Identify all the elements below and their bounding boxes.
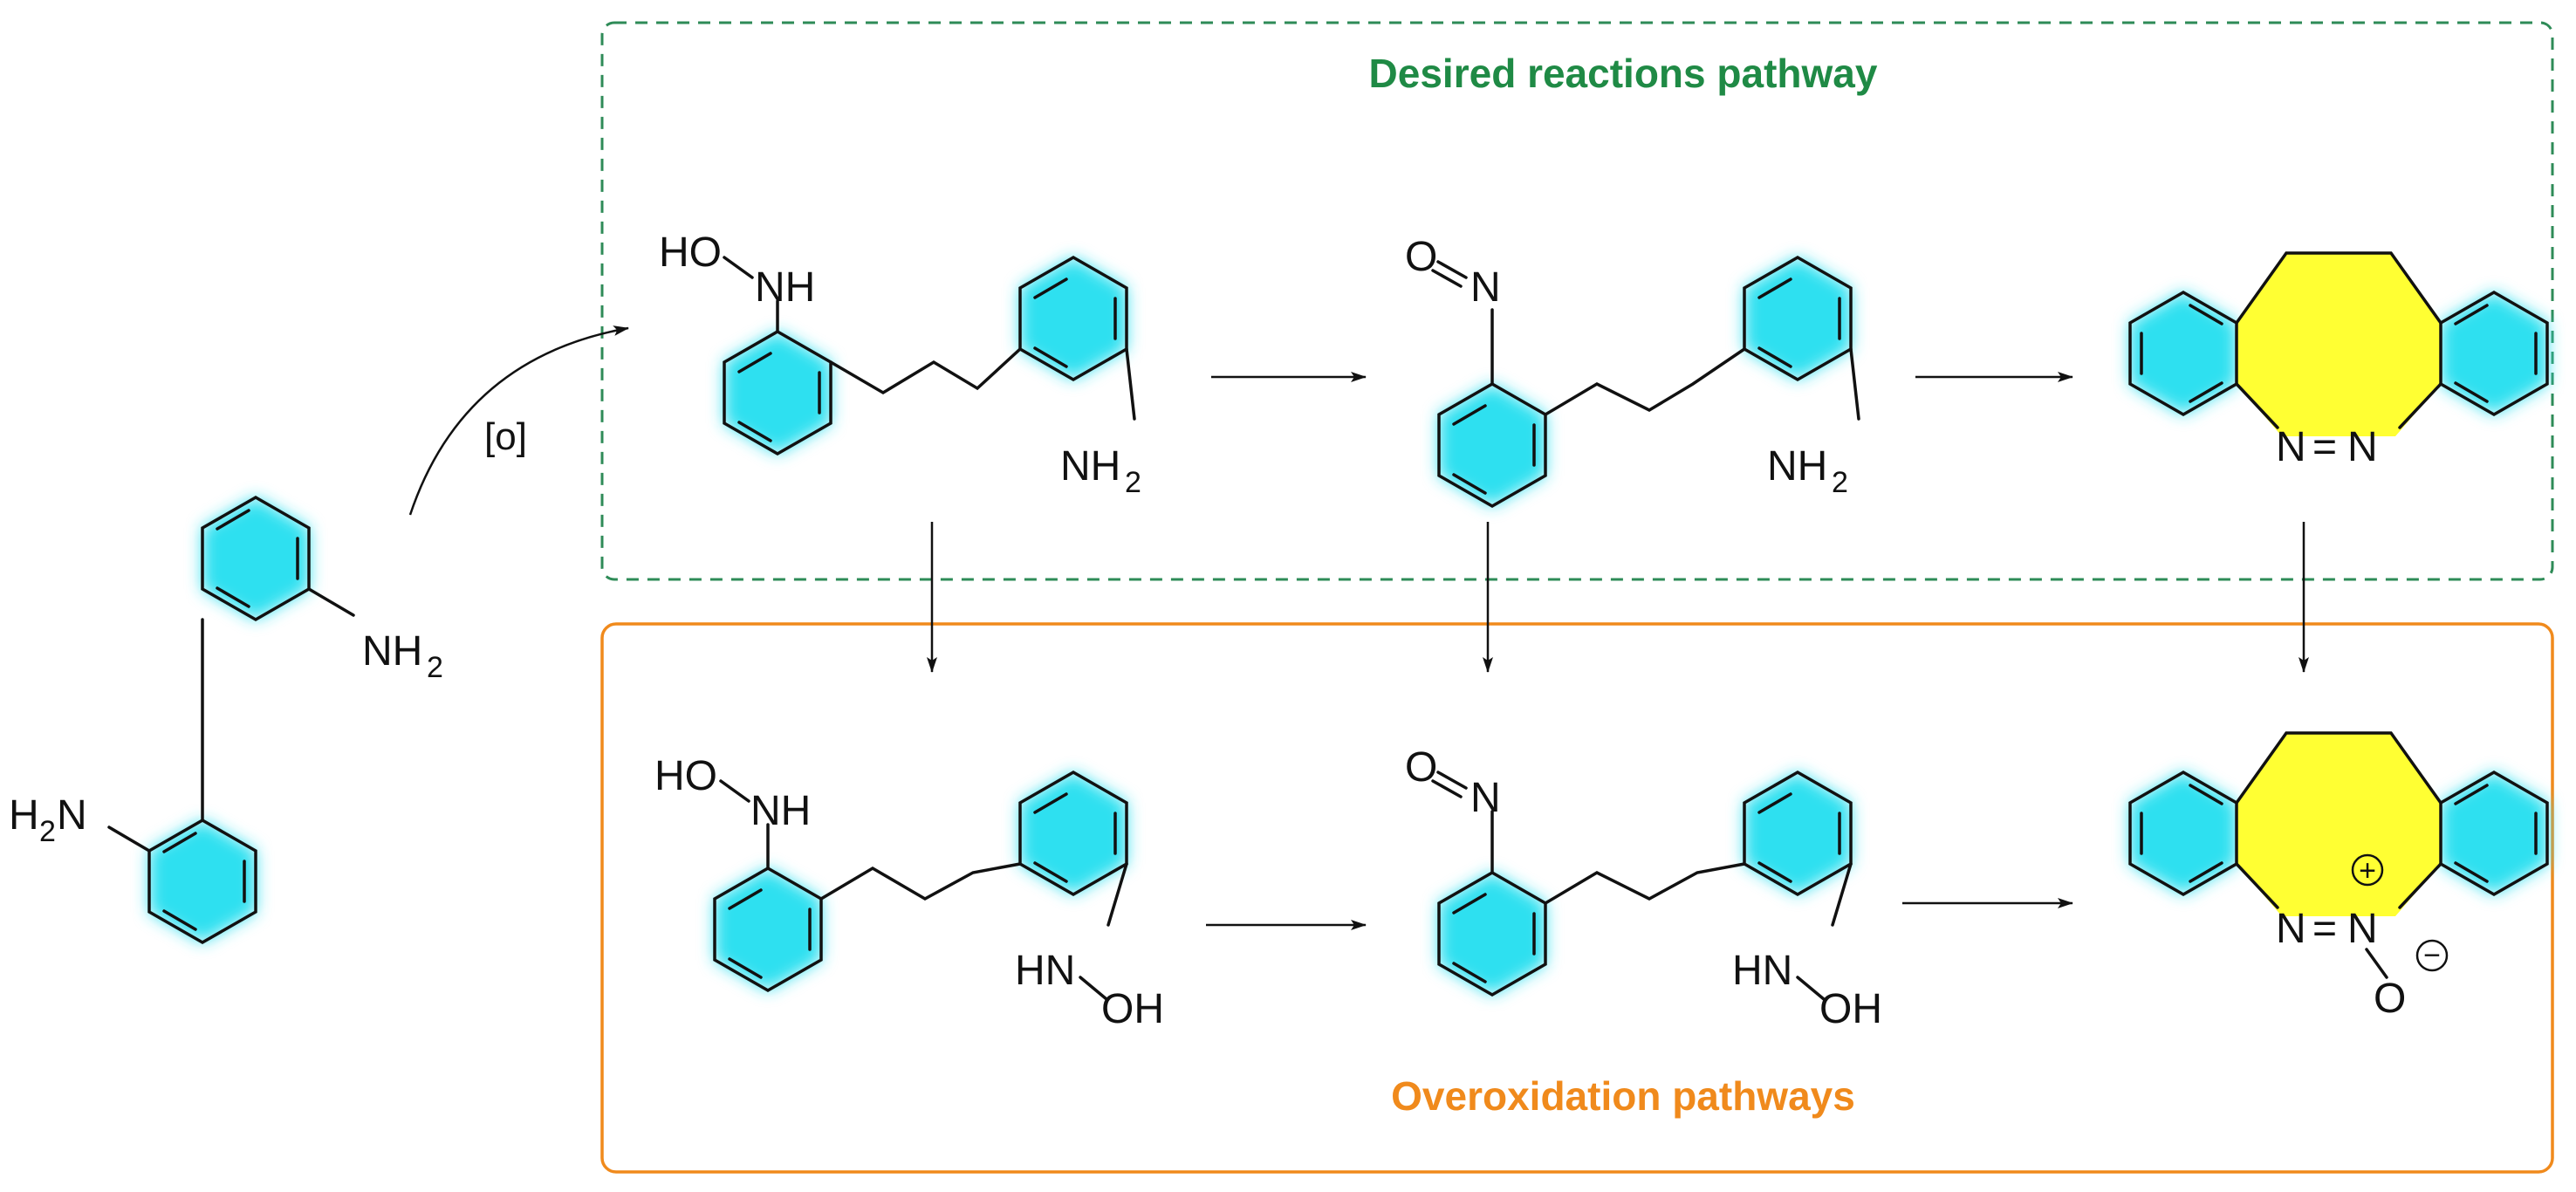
overoxidation-pathway-title: Overoxidation pathways bbox=[1391, 1073, 1855, 1119]
svg-text:N: N bbox=[2347, 906, 2378, 952]
svg-text:2: 2 bbox=[39, 815, 56, 848]
svg-text:N: N bbox=[2276, 906, 2306, 952]
svg-text:HN: HN bbox=[1732, 948, 1792, 994]
desired-pathway-box bbox=[600, 21, 2554, 581]
svg-text:O: O bbox=[1405, 744, 1437, 791]
svg-text:N: N bbox=[2347, 424, 2378, 470]
svg-text:NH: NH bbox=[1060, 443, 1120, 490]
svg-text:N: N bbox=[1470, 775, 1501, 821]
nitroso-hydroxylamine: O N HN OH bbox=[1405, 744, 1882, 1032]
svg-text:2: 2 bbox=[427, 651, 443, 684]
azo-ring-fill bbox=[2237, 253, 2441, 436]
aromatic-highlight bbox=[149, 497, 309, 942]
svg-text:O: O bbox=[1405, 234, 1437, 280]
svg-text:OH: OH bbox=[1101, 986, 1164, 1032]
bis-hydroxylamine: HO NH HN OH bbox=[654, 753, 1164, 1032]
svg-text:HN: HN bbox=[1015, 948, 1075, 994]
overoxidation-pathway-box bbox=[600, 622, 2554, 1174]
svg-text:2: 2 bbox=[1125, 466, 1141, 499]
svg-text:=: = bbox=[2312, 424, 2337, 470]
svg-text:O: O bbox=[2374, 976, 2406, 1022]
svg-text:HO: HO bbox=[659, 229, 722, 276]
svg-text:=: = bbox=[2312, 906, 2337, 952]
svg-text:NH: NH bbox=[750, 788, 811, 834]
svg-text:−: − bbox=[2423, 939, 2441, 972]
azoxy-ring-fill bbox=[2237, 733, 2441, 916]
svg-text:H: H bbox=[9, 792, 39, 839]
desired-pathway-title: Desired reactions pathway bbox=[1369, 51, 1878, 96]
svg-text:NH: NH bbox=[1767, 443, 1827, 490]
azo-product: N = N bbox=[2128, 251, 2549, 470]
svg-text:N: N bbox=[1470, 264, 1501, 311]
svg-text:N: N bbox=[57, 792, 87, 839]
svg-text:2: 2 bbox=[1832, 466, 1848, 499]
oxidant-label: [o] bbox=[484, 415, 527, 458]
oxidation-arrow bbox=[408, 325, 629, 516]
azoxy-product: N = N + O − bbox=[2128, 731, 2549, 1022]
svg-text:NH: NH bbox=[362, 628, 422, 675]
svg-text:OH: OH bbox=[1819, 986, 1882, 1032]
svg-text:HO: HO bbox=[654, 753, 717, 799]
svg-text:NH: NH bbox=[755, 264, 815, 311]
svg-text:N: N bbox=[2276, 424, 2306, 470]
svg-text:+: + bbox=[2359, 854, 2376, 887]
